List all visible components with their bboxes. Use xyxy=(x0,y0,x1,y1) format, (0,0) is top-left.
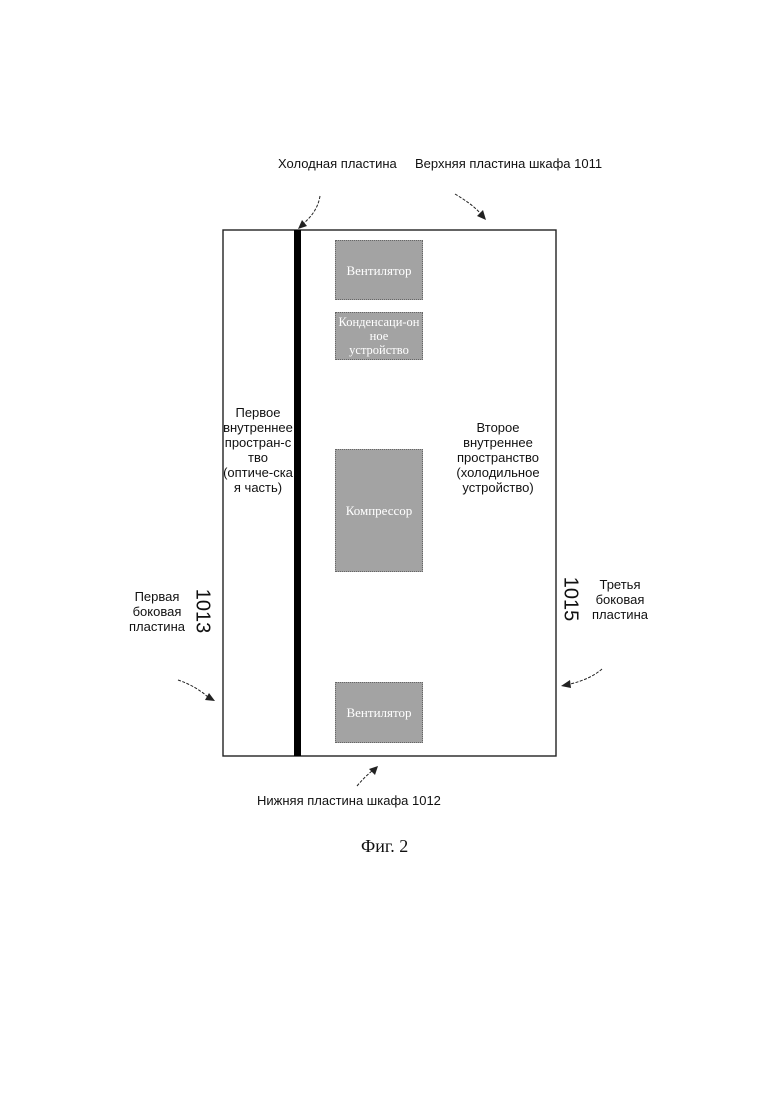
second-inner-space-label: Второе внутреннее пространство (холодиль… xyxy=(450,420,546,495)
first-inner-space-label: Первое внутреннее простран-с тво (оптиче… xyxy=(222,405,294,495)
cold-plate-label: Холодная пластина xyxy=(278,156,397,171)
fan-top-box: Вентилятор xyxy=(335,240,423,300)
cold-plate-arrow xyxy=(303,196,320,224)
first-side-plate-arrowhead xyxy=(205,693,215,701)
bottom-plate-arrow xyxy=(357,771,372,786)
bottom-plate-arrowhead xyxy=(369,766,378,775)
top-plate-arrow xyxy=(455,194,481,214)
first-side-plate-label: Первая боковая пластина xyxy=(120,589,194,634)
ref-number-left: 1013 xyxy=(191,589,213,634)
figure-caption: Фиг. 2 xyxy=(361,836,408,857)
compressor-box: Компрессор xyxy=(335,449,423,572)
first-side-plate-arrow xyxy=(178,680,208,697)
top-plate-label: Верхняя пластина шкафа 1011 xyxy=(415,156,602,171)
fan-bottom-box: Вентилятор xyxy=(335,682,423,743)
ref-number-right: 1015 xyxy=(559,577,581,622)
third-side-plate-arrow xyxy=(570,669,602,684)
bottom-plate-label: Нижняя пластина шкафа 1012 xyxy=(257,793,441,808)
third-side-plate-arrowhead xyxy=(561,680,571,688)
condenser-box: Конденсаци-он ное устройство xyxy=(335,312,423,360)
cold-plate-bar xyxy=(294,230,301,756)
third-side-plate-label: Третья боковая пластина xyxy=(586,577,654,622)
